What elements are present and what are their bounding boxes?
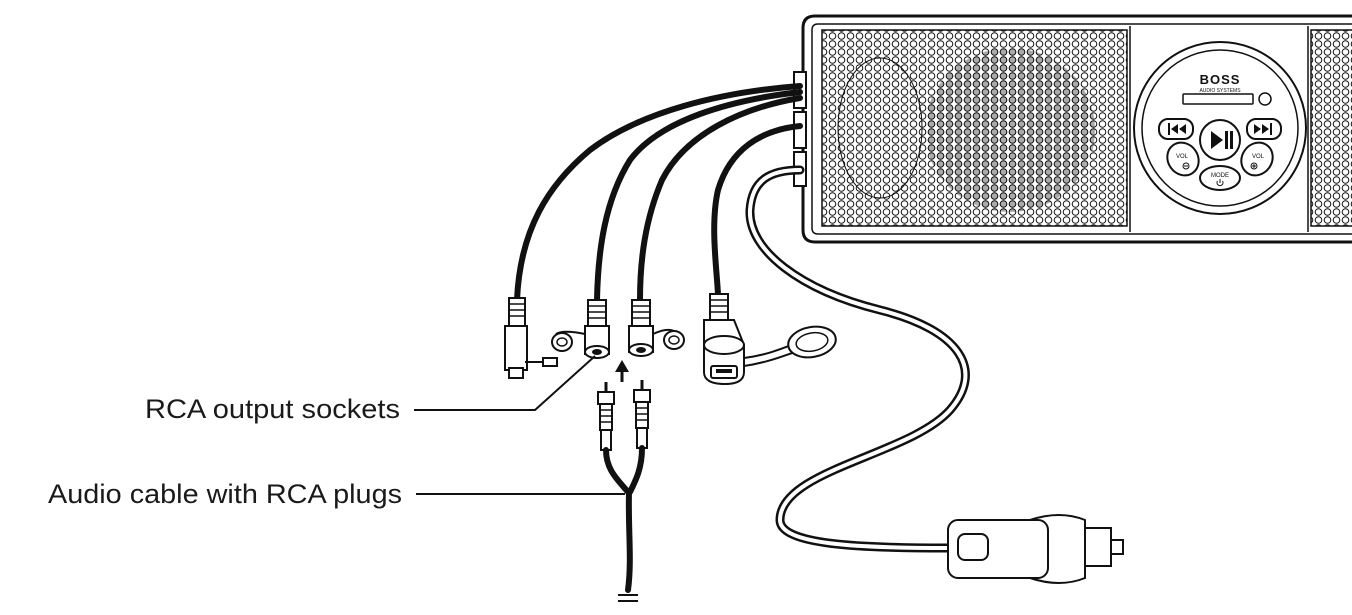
soundbar-unit: BOSS AUDIO SYSTEMS: [793, 14, 1352, 244]
rca-left-cable: [594, 89, 803, 303]
vol-minus-label: VOL: [1176, 154, 1189, 160]
brand-subtitle: AUDIO SYSTEMS: [1199, 88, 1241, 94]
play-pause-button[interactable]: [1199, 119, 1241, 161]
display-window: [1182, 93, 1254, 105]
vol-plus-label: VOL: [1252, 154, 1265, 160]
rca-plug-left: [597, 382, 615, 451]
usb-socket: [703, 293, 837, 386]
callout-label-audio-cable: Audio cable with RCA plugs: [48, 479, 402, 509]
minus-icon: [1182, 162, 1190, 170]
audio-cable-rca-plugs: [597, 380, 651, 602]
mode-power-button[interactable]: MODE: [1199, 165, 1241, 191]
volume-down-button[interactable]: VOL: [1161, 136, 1205, 181]
rca-plug-right: [633, 380, 651, 449]
rca-socket-left: [551, 299, 610, 359]
next-track-button[interactable]: [1246, 118, 1282, 140]
plus-icon: [1250, 162, 1258, 170]
brand-logo: BOSS: [1200, 72, 1241, 87]
power-plug-cable-inner: [747, 168, 968, 550]
right-speaker-grille: [1310, 29, 1352, 227]
dc-power-socket: [504, 297, 558, 379]
power-icon: [1216, 179, 1224, 187]
control-panel: BOSS AUDIO SYSTEMS: [1133, 41, 1307, 215]
previous-track-icon: [1168, 123, 1186, 135]
power-input-cable: [514, 83, 803, 303]
leader-line-rca-output-sockets: [414, 355, 596, 411]
play-pause-icon: [1211, 131, 1233, 149]
callout-rca-output-sockets: RCA output sockets: [145, 355, 596, 424]
mode-label: MODE: [1211, 173, 1229, 179]
rca-socket-right: [628, 299, 685, 357]
callout-audio-cable: Audio cable with RCA plugs: [48, 479, 625, 509]
next-track-icon: [1254, 123, 1272, 135]
cables: [514, 83, 970, 553]
arrow-up-icon: [615, 360, 629, 382]
volume-up-button[interactable]: VOL: [1235, 136, 1279, 181]
rca-right-cable: [637, 95, 803, 303]
cigarette-lighter-plug: [947, 514, 1124, 584]
usb-cable: [711, 123, 803, 298]
callout-label-rca-output-sockets: RCA output sockets: [145, 394, 400, 424]
ir-sensor: [1258, 92, 1272, 106]
previous-track-button[interactable]: [1158, 118, 1194, 140]
